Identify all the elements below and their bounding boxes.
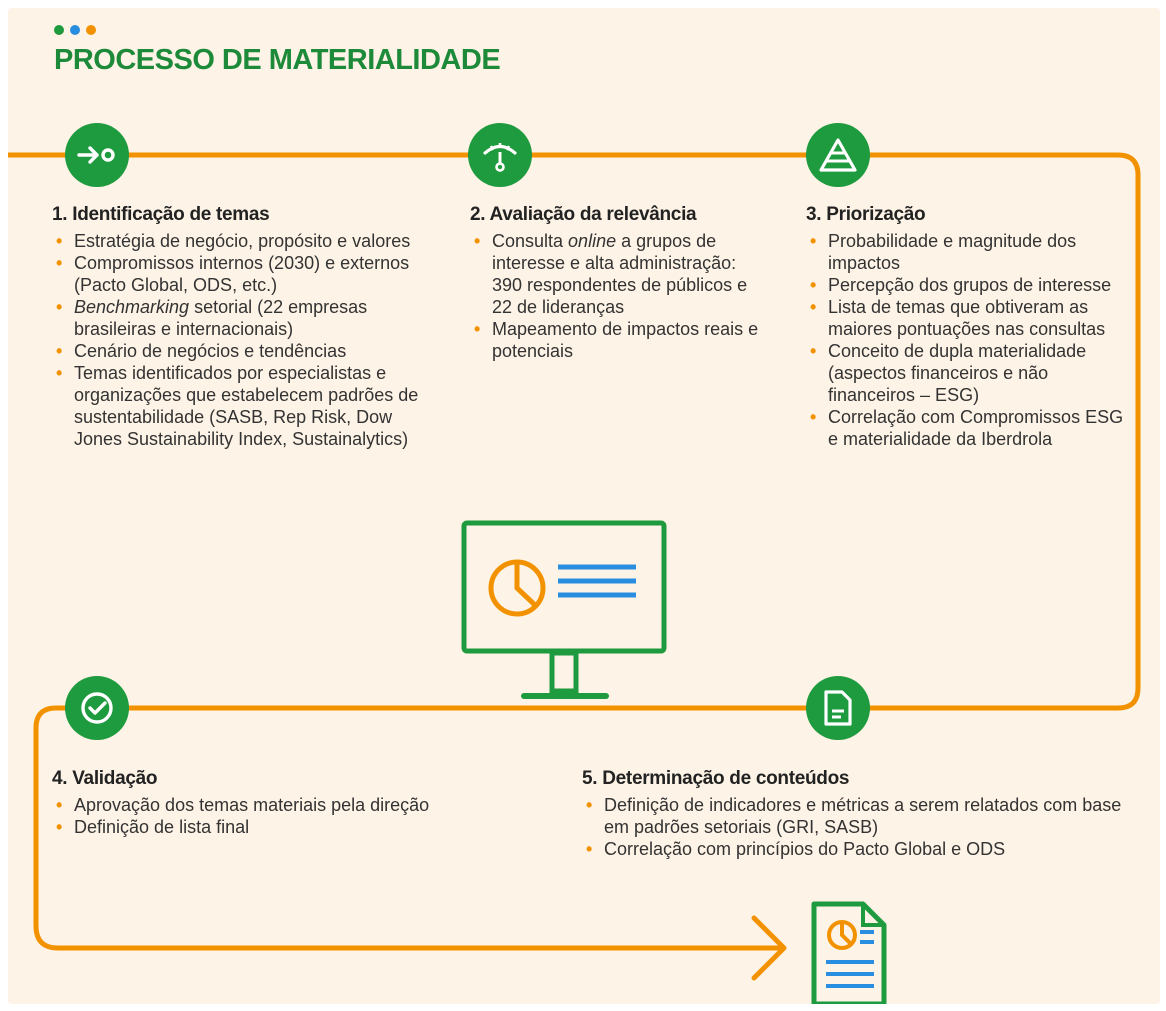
flow-arrowhead <box>751 915 787 981</box>
step-list-validacao: Aprovação dos temas materiais pela direç… <box>52 794 552 838</box>
step-title-priorizacao: 3. Priorização <box>806 204 926 225</box>
list-item: Probabilidade e magnitude dos impactos <box>806 230 1124 274</box>
list-item: Compromissos internos (2030) e externos … <box>52 252 422 296</box>
list-item-text: Consulta <box>492 231 569 251</box>
emphasized-text: online <box>568 231 617 251</box>
step-list-identificacao: Estratégia de negócio, propósito e valor… <box>52 230 422 450</box>
check-circle-icon <box>65 676 129 740</box>
list-item: Percepção dos grupos de interesse <box>806 274 1124 296</box>
list-item: Aprovação dos temas materiais pela direç… <box>52 794 552 816</box>
list-item: Cenário de negócios e tendências <box>52 340 422 362</box>
step-list-avaliacao: Consulta online a grupos de interesse e … <box>470 230 770 362</box>
list-item-text: setorial (22 empresas brasileiras e inte… <box>74 297 368 339</box>
report-document-icon <box>811 901 887 1004</box>
list-item: Correlação com Compromissos ESG e materi… <box>806 406 1124 450</box>
document-icon <box>806 676 870 740</box>
emphasized-text: Benchmarking <box>74 297 190 317</box>
green-dot <box>54 25 64 35</box>
list-item: Mapeamento de impactos reais e potenciai… <box>470 318 770 362</box>
step-list-priorizacao: Probabilidade e magnitude dos impactos P… <box>806 230 1124 450</box>
step-title-validacao: 4. Validação <box>52 768 158 789</box>
list-item: Temas identificados por especialistas e … <box>52 362 422 450</box>
list-item: Lista de temas que obtiveram as maiores … <box>806 296 1124 340</box>
list-item: Correlação com princípios do Pacto Globa… <box>582 838 1138 860</box>
list-item: Conceito de dupla materialidade (aspecto… <box>806 340 1124 406</box>
process-flow-line <box>8 152 1141 1004</box>
step-list-determinacao: Definição de indicadores e métricas a se… <box>582 794 1138 860</box>
materiality-process-card: PROCESSO DE MATERIALIDADE <box>8 8 1160 1004</box>
list-item: Consulta online a grupos de interesse e … <box>470 230 770 318</box>
arrow-target-icon <box>65 123 129 187</box>
list-item: Definição de lista final <box>52 816 552 838</box>
list-item-text: a grupos de interesse e alta administraç… <box>492 231 748 317</box>
monitor-chart-icon <box>461 520 667 699</box>
page-title: PROCESSO DE MATERIALIDADE <box>54 44 501 76</box>
step-title-determinacao: 5. Determinação de conteúdos <box>582 768 850 789</box>
step-title-avaliacao: 2. Avaliação da relevância <box>470 204 697 225</box>
blue-dot <box>70 25 80 35</box>
list-item: Estratégia de negócio, propósito e valor… <box>52 230 422 252</box>
step-title-identificacao: 1. Identificação de temas <box>52 204 270 225</box>
list-item: Benchmarking setorial (22 empresas brasi… <box>52 296 422 340</box>
orange-dot <box>86 25 96 35</box>
pyramid-icon <box>806 123 870 187</box>
gauge-icon <box>468 123 532 187</box>
list-item: Definição de indicadores e métricas a se… <box>582 794 1138 838</box>
